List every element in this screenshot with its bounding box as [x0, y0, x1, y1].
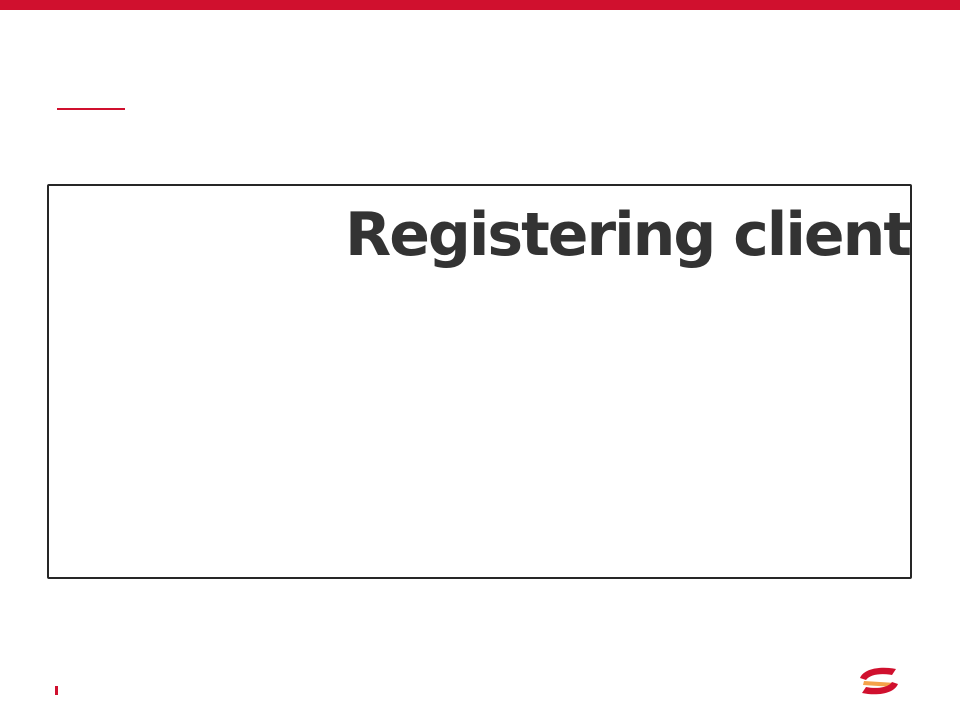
box-heading: Registering client [345, 200, 912, 270]
logo-bottom-stroke [862, 682, 898, 695]
logo-top-stroke [860, 667, 896, 680]
brand-s-logo-icon [860, 667, 898, 695]
title-underline [57, 108, 125, 110]
content-box: Registering client [47, 184, 912, 579]
top-accent-bar [0, 0, 960, 10]
logo-middle-stroke [863, 681, 895, 687]
slide-marker [55, 686, 58, 695]
